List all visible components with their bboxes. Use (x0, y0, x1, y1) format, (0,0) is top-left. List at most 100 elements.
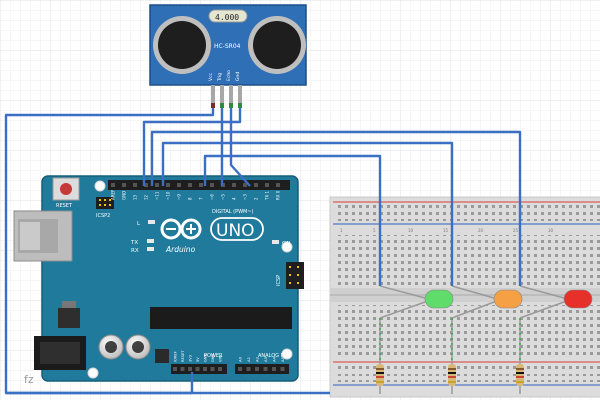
digital-pin (210, 183, 214, 187)
microcontroller-chip (150, 307, 292, 329)
digital-pin-label: 7 (199, 197, 204, 200)
digital-pin (166, 183, 170, 187)
digital-pin-label: 13 (133, 194, 138, 200)
led-green (424, 289, 454, 309)
mounting-hole (281, 348, 293, 360)
digital-pin-label: 4 (232, 197, 237, 200)
digital-pin-label: ~5 (221, 194, 226, 200)
power-header-label: POWER (204, 353, 223, 359)
sensor-pin (220, 85, 224, 103)
digital-pin (144, 183, 148, 187)
led-rx-indicator (147, 247, 154, 251)
breadboard: 1 5 10 15 20 25 30 (329, 196, 600, 398)
digital-pin (276, 183, 280, 187)
power-pin (180, 367, 185, 371)
analog-pin-label: A2 (255, 356, 260, 362)
led-on-label: ON (282, 241, 290, 247)
digital-pin (199, 183, 203, 187)
digital-pin (188, 183, 192, 187)
power-pin-label: 5V (196, 357, 200, 362)
led-l-label: L (137, 221, 141, 227)
sensor-pin (229, 85, 233, 103)
icsp2-label: ICSP2 (96, 213, 110, 219)
fritzing-mark: fz (24, 373, 34, 386)
analog-pin (263, 367, 268, 371)
icsp-label: ICSP (276, 275, 282, 286)
led-on-indicator (272, 240, 279, 244)
digital-pin (111, 183, 115, 187)
led-orange (493, 289, 523, 309)
mounting-hole (281, 241, 293, 253)
wire-led-orange (161, 141, 454, 286)
digital-pin-label: ~10 (166, 191, 171, 200)
analog-pin (246, 367, 251, 371)
sensor-pin (238, 85, 242, 103)
digital-pin-label: 2 (254, 197, 259, 200)
analog-pin-label: A4 (272, 356, 277, 362)
led-l-indicator (148, 220, 155, 224)
column-number: 5 (373, 228, 376, 233)
analog-pin-label: A3 (263, 356, 268, 362)
digital-pin (122, 183, 126, 187)
mounting-hole (94, 180, 106, 192)
digital-pin (265, 183, 269, 187)
wire-echo (229, 108, 251, 187)
power-pin (203, 367, 207, 371)
leds (379, 285, 593, 319)
sensor-display (208, 9, 248, 23)
small-component (155, 349, 169, 363)
resistor (448, 318, 456, 394)
power-pin-label: RESET (181, 350, 185, 362)
analog-pin-label: A0 (238, 356, 243, 362)
hc-sr04-sensor: 4.000 HC-SR04 Vcc Trig Echo Gnd (149, 4, 307, 108)
uno-badge (210, 217, 264, 241)
digital-pin (254, 183, 258, 187)
digital-pin-label: AREF (111, 189, 116, 200)
pin-label-vcc: Vcc (208, 72, 214, 81)
column-number: 1 (340, 228, 343, 233)
analog-pin (280, 367, 285, 371)
voltage-regulator (58, 308, 80, 328)
resistor (376, 318, 384, 394)
led-rx-label: RX (131, 248, 139, 254)
digital-pin-label: 12 (144, 194, 149, 200)
led-tx-indicator (147, 239, 154, 243)
digital-pin-label: ~9 (177, 194, 182, 200)
digital-pin (133, 183, 137, 187)
led-tx-label: TX (130, 240, 138, 246)
analog-header-label: ANALOG IN (258, 353, 286, 359)
digital-pin (177, 183, 181, 187)
power-pin-label: GND (211, 354, 215, 362)
power-pin (188, 367, 192, 371)
terminal-strip-upper (335, 235, 600, 285)
resistors (376, 318, 524, 394)
pin-label-echo: Echo (226, 70, 232, 81)
column-number: 25 (513, 228, 519, 233)
digital-pin-label: TX 1 (265, 191, 270, 201)
sensor-pin (211, 85, 215, 103)
column-number: 20 (478, 228, 484, 233)
reset-button-cap[interactable] (60, 183, 72, 195)
analog-pin (255, 367, 259, 371)
column-number: 30 (548, 228, 554, 233)
arduino-logo: Arduino (160, 218, 202, 254)
analog-pin-label: A1 (246, 356, 251, 362)
analog-pin (272, 367, 276, 371)
icsp-header (286, 262, 304, 289)
sensor-display-value: 4.000 (215, 13, 239, 22)
digital-header-label: DIGITAL (PWM~) (212, 209, 254, 215)
power-pin-label: 3V3 (189, 355, 193, 362)
digital-pin (155, 183, 159, 187)
wire-vcc (4, 108, 215, 395)
digital-pin-label: ~3 (243, 194, 248, 200)
digital-pin (232, 183, 236, 187)
power-pin (218, 367, 222, 371)
power-pin (210, 367, 215, 371)
power-pin-label: GND (204, 354, 208, 362)
terminal-strip-lower (335, 305, 600, 355)
wire-gnd (142, 108, 242, 186)
analog-pin-label: A5 (280, 356, 285, 362)
